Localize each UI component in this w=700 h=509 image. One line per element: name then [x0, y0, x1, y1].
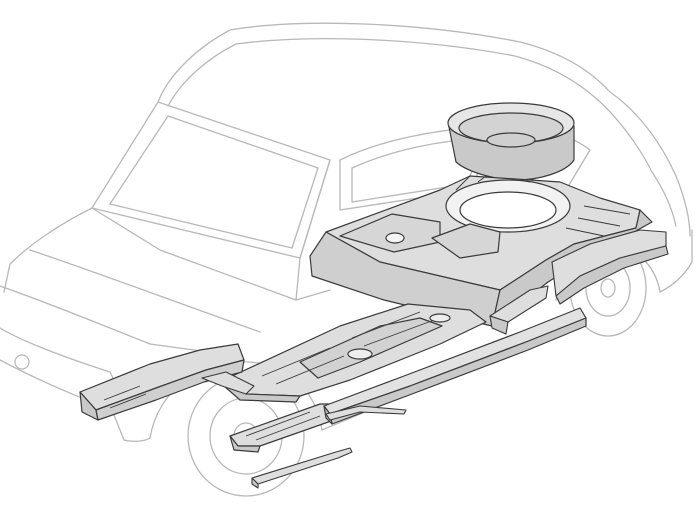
- rear-bracket: [489, 285, 549, 335]
- front-grille-outline: [0, 327, 121, 393]
- sill-closing-strip: [251, 447, 353, 489]
- inner-sill-strip: [325, 405, 407, 421]
- roof-line: [157, 22, 611, 103]
- front-floor-pan: [223, 303, 487, 403]
- headlight-outline: [14, 354, 30, 370]
- rear-hatch-outline: [609, 91, 691, 237]
- hood-outline: [3, 207, 93, 293]
- spare-wheel-tub: [447, 102, 575, 181]
- front-bracket: [201, 371, 255, 395]
- windshield-outline: [91, 101, 331, 259]
- front-left-floor-section: [229, 403, 337, 453]
- front-chassis-rail: [79, 343, 245, 421]
- rear-sill-extension: [551, 229, 669, 305]
- front-wheel-arch: [149, 361, 323, 439]
